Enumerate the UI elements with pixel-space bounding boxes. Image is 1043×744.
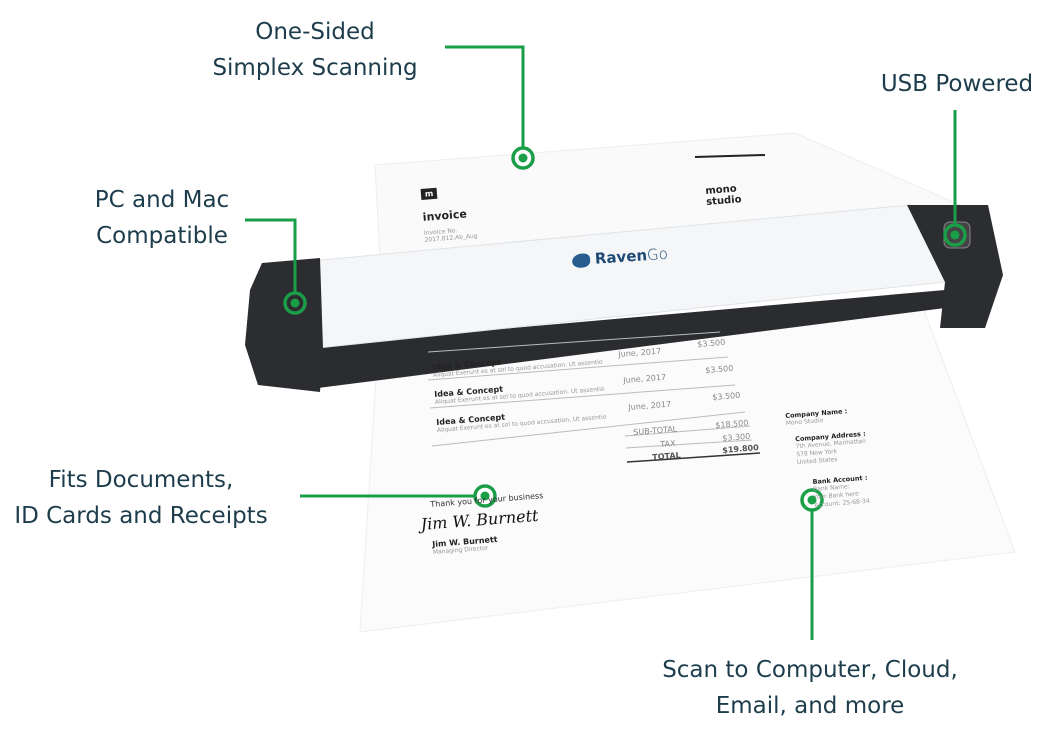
callout-line: Fits Documents, bbox=[48, 467, 234, 493]
callout-line: PC and Mac bbox=[94, 187, 230, 213]
callout-simplex: One-Sided Simplex Scanning bbox=[200, 14, 430, 86]
callout-line: USB Powered bbox=[880, 71, 1034, 97]
callout-fits: Fits Documents, ID Cards and Receipts bbox=[0, 462, 282, 534]
scanner-underside bbox=[318, 290, 945, 388]
raven-bird-icon bbox=[571, 252, 591, 268]
brand-suffix: Go bbox=[646, 244, 669, 265]
header-rule bbox=[694, 154, 766, 158]
callout-usb: USB Powered bbox=[862, 66, 1043, 102]
marker-usb bbox=[943, 223, 967, 247]
brand-name: Raven bbox=[594, 246, 648, 268]
callout-compat: PC and Mac Compatible bbox=[72, 182, 252, 254]
invoice-title: invoice bbox=[422, 207, 468, 224]
scanner-right-cap bbox=[907, 205, 1003, 328]
marker-compat bbox=[283, 291, 307, 315]
tax-label: TAX bbox=[660, 438, 676, 449]
callout-line: Email, and more bbox=[715, 693, 905, 719]
callout-line: Compatible bbox=[96, 223, 228, 249]
callout-markers bbox=[283, 146, 967, 512]
callout-line: Scan to Computer, Cloud, bbox=[662, 657, 958, 683]
callout-line: One-Sided bbox=[255, 19, 375, 45]
callout-scan-to: Scan to Computer, Cloud, Email, and more bbox=[640, 652, 980, 724]
scanner-left-cap bbox=[245, 258, 323, 392]
callout-lines bbox=[245, 45, 957, 640]
company-mark: mono studio bbox=[705, 183, 742, 208]
back-sheet-header: m invoice Invoice No. 2017.812.Ab_Aug bbox=[420, 178, 478, 244]
company-info: Company Name : Mono Studio Company Addre… bbox=[785, 406, 871, 512]
callout-line: ID Cards and Receipts bbox=[14, 503, 268, 529]
front-sheet-rules bbox=[427, 331, 761, 463]
mono-logo: m bbox=[420, 187, 438, 200]
callout-line: Simplex Scanning bbox=[212, 55, 418, 81]
